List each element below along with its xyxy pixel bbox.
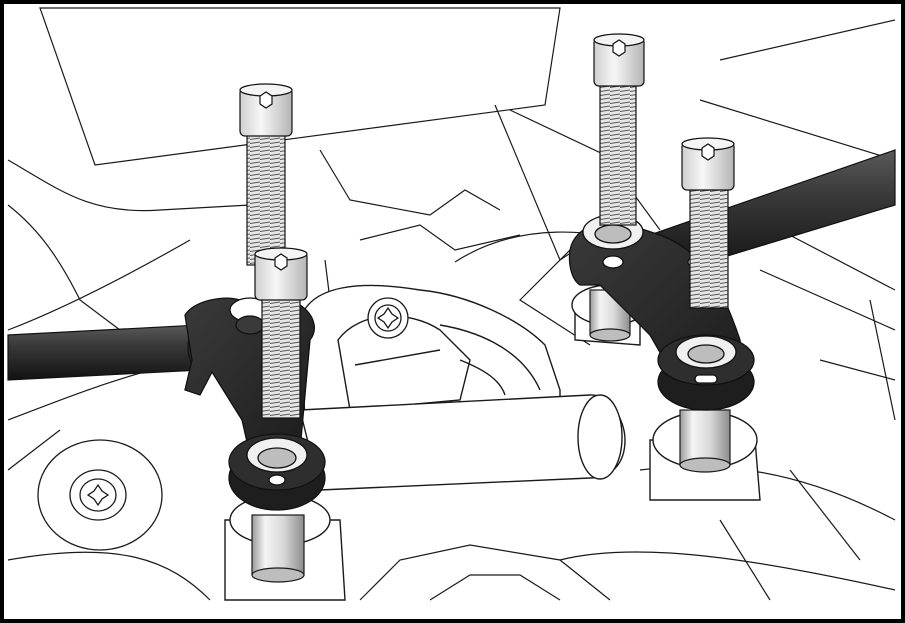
spacer-left bbox=[251, 514, 305, 583]
background-housing bbox=[7, 7, 896, 601]
cross-tube bbox=[299, 394, 626, 491]
bolt-right-front bbox=[681, 137, 735, 309]
torx-screw-left bbox=[37, 439, 163, 551]
rod-left bbox=[7, 324, 213, 381]
washer-right-lower bbox=[657, 334, 755, 411]
torx-screw-center bbox=[367, 297, 409, 339]
bolt-right-rear bbox=[593, 33, 645, 226]
washer-left bbox=[228, 433, 326, 511]
bolt-left-front bbox=[254, 247, 308, 419]
bolt-left-rear bbox=[239, 83, 293, 266]
